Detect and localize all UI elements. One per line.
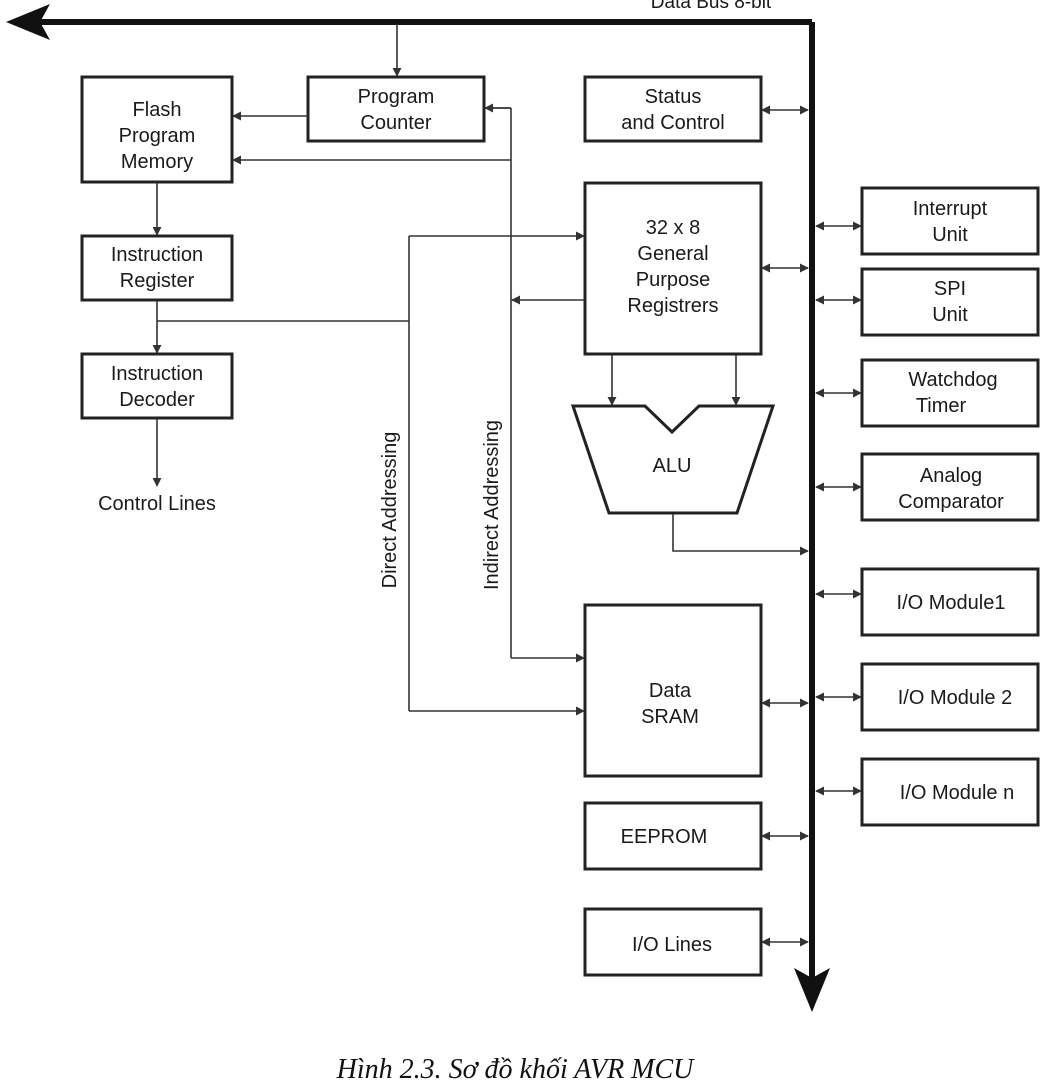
watchdog-timer-block: Watchdog Timer bbox=[860, 358, 1040, 428]
watchdog-label-2: Timer bbox=[916, 395, 967, 417]
program-counter-block: Program Counter bbox=[306, 75, 486, 143]
gp-registers-block: 32 x 8 General Purpose Registrers bbox=[583, 181, 763, 356]
gpr-label-1: 32 x 8 bbox=[646, 217, 700, 239]
flash-label-2: Program bbox=[119, 125, 196, 147]
pc-label-1: Program bbox=[358, 86, 435, 108]
indirect-addressing-label: Indirect Addressing bbox=[481, 420, 503, 590]
io-module-n-label: I/O Module n bbox=[900, 782, 1015, 804]
io-module-1-label: I/O Module1 bbox=[897, 592, 1006, 614]
status-label-1: Status bbox=[645, 86, 702, 108]
status-label-2: and Control bbox=[621, 112, 724, 134]
spi-label-2: Unit bbox=[932, 304, 968, 326]
ir-label-2: Register bbox=[120, 270, 195, 292]
figure-caption: Hình 2.3. Sơ đồ khối AVR MCU bbox=[336, 1054, 696, 1080]
io-lines-block: I/O Lines bbox=[583, 907, 763, 977]
instruction-decoder-block: Instruction Decoder bbox=[80, 352, 234, 420]
interrupt-label-1: Interrupt bbox=[913, 198, 988, 220]
flash-label-3: Memory bbox=[121, 151, 193, 173]
flash-program-memory-block: Flash Program Memory bbox=[80, 75, 234, 184]
gpr-label-4: Registrers bbox=[627, 295, 718, 317]
gpr-label-2: General bbox=[637, 243, 708, 265]
io-module-2-block: I/O Module 2 bbox=[860, 662, 1040, 732]
ir-label-1: Instruction bbox=[111, 244, 203, 266]
eeprom-label: EEPROM bbox=[621, 826, 708, 848]
data-bus: Data Bus 8-bit bbox=[6, 0, 830, 1012]
io-module-2-label: I/O Module 2 bbox=[898, 687, 1013, 709]
id-label-2: Decoder bbox=[119, 389, 195, 411]
instruction-register-block: Instruction Register bbox=[80, 234, 234, 302]
gpr-label-3: Purpose bbox=[636, 269, 711, 291]
interrupt-label-2: Unit bbox=[932, 224, 968, 246]
io-module-1-block: I/O Module1 bbox=[860, 567, 1040, 637]
id-label-1: Instruction bbox=[111, 363, 203, 385]
analog-comparator-block: Analog Comparator bbox=[860, 452, 1040, 522]
comparator-label-1: Analog bbox=[920, 465, 982, 487]
eeprom-block: EEPROM bbox=[583, 801, 763, 871]
io-module-n-block: I/O Module n bbox=[860, 757, 1040, 827]
flash-label-1: Flash bbox=[133, 99, 182, 121]
status-control-block: Status and Control bbox=[583, 75, 763, 143]
data-bus-label: Data Bus 8-bit bbox=[651, 0, 772, 13]
direct-addressing-label: Direct Addressing bbox=[379, 432, 401, 589]
bus-arrow-left bbox=[6, 4, 50, 40]
spi-unit-block: SPI Unit bbox=[860, 267, 1040, 337]
watchdog-label-1: Watchdog bbox=[908, 369, 997, 391]
spi-label-1: SPI bbox=[934, 278, 966, 300]
bus-arrow-down bbox=[794, 968, 830, 1012]
sram-label-1: Data bbox=[649, 680, 692, 702]
bus-connections bbox=[761, 105, 862, 947]
internal-wiring bbox=[152, 24, 809, 716]
io-lines-label: I/O Lines bbox=[632, 934, 712, 956]
data-sram-block: Data SRAM bbox=[583, 603, 763, 778]
sram-label-2: SRAM bbox=[641, 706, 699, 728]
control-lines-label: Control Lines bbox=[98, 493, 216, 515]
alu-label: ALU bbox=[653, 455, 692, 477]
interrupt-unit-block: Interrupt Unit bbox=[860, 186, 1040, 256]
comparator-label-2: Comparator bbox=[898, 491, 1004, 513]
pc-label-2: Counter bbox=[360, 112, 431, 134]
alu-block: ALU bbox=[570, 404, 776, 515]
